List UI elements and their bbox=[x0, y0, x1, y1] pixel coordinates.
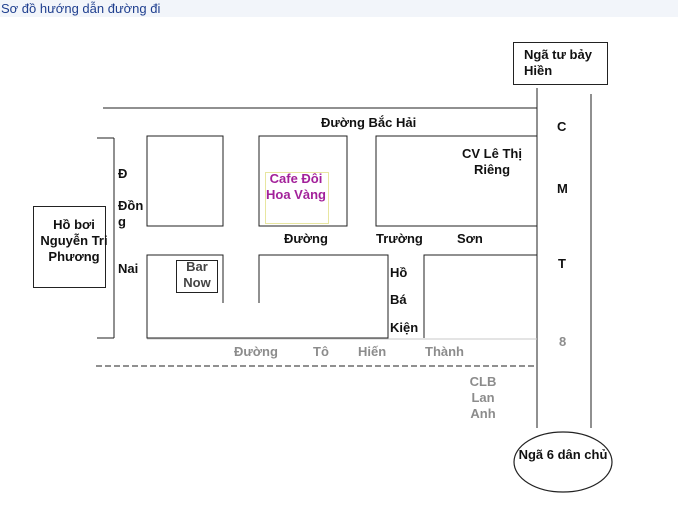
street-truong-son-word-2: Trường bbox=[376, 231, 423, 246]
street-to-hien-thanh-word-2: Tô bbox=[313, 344, 329, 359]
block-bottom-right bbox=[423, 254, 537, 338]
page-title: Sơ đồ hướng dẫn đường đi bbox=[1, 1, 161, 16]
street-dong-nai-word-1: Đ bbox=[118, 166, 128, 181]
nga-6-dan-chu-label: Ngã 6 dân chủ bbox=[518, 447, 608, 462]
street-ho-ba-kien-word-2: Bá bbox=[390, 292, 407, 307]
nga-tu-bay-hien-box bbox=[513, 42, 608, 85]
block-bottom-left bbox=[146, 254, 389, 339]
block-top-left bbox=[146, 135, 224, 227]
street-to-hien-thanh-word-4: Thành bbox=[425, 344, 464, 359]
street-cmt8-letter-1: C bbox=[557, 119, 567, 134]
street-dong-nai-word-4: Nai bbox=[118, 261, 139, 276]
street-ho-ba-kien-word-3: Kiện bbox=[390, 320, 419, 335]
cafe-box bbox=[265, 172, 329, 224]
clb-lan-anh-label: CLB Lan Anh bbox=[469, 374, 497, 421]
cafe-label: Cafe Đôi Hoa Vàng bbox=[266, 171, 326, 202]
street-ho-ba-kien-word-1: Hồ bbox=[390, 265, 408, 280]
block-cv bbox=[375, 135, 538, 227]
street-dong-nai-word-2: Đồn bbox=[118, 198, 144, 213]
ho-boi-label: Hồ bơi Nguyễn Tri Phương bbox=[40, 217, 108, 264]
street-truong-son-word-3: Sơn bbox=[457, 231, 483, 246]
street-dong-nai-word-3: g bbox=[118, 214, 126, 229]
nga-6-oval bbox=[513, 431, 613, 493]
street-cmt8-letter-4: 8 bbox=[559, 334, 567, 349]
ho-boi-box bbox=[33, 206, 106, 288]
nga-tu-bay-hien-label: Ngã tư bảy Hiền bbox=[524, 47, 592, 78]
cv-le-thi-rieng-label: CV Lê Thị Riêng bbox=[462, 146, 522, 177]
block-cafe bbox=[258, 135, 348, 227]
title-bar bbox=[0, 0, 678, 17]
street-to-hien-thanh-word-3: Hiến bbox=[358, 344, 387, 359]
street-cmt8-letter-2: M bbox=[557, 181, 568, 196]
street-bac-hai-label: Đường Bắc Hải bbox=[321, 115, 417, 130]
street-to-hien-thanh-word-1: Đường bbox=[234, 344, 278, 359]
street-cmt8-letter-3: T bbox=[558, 256, 566, 271]
bar-now-box bbox=[176, 260, 218, 293]
bar-now-label: Bar Now bbox=[183, 259, 211, 290]
street-truong-son-word-1: Đường bbox=[284, 231, 328, 246]
